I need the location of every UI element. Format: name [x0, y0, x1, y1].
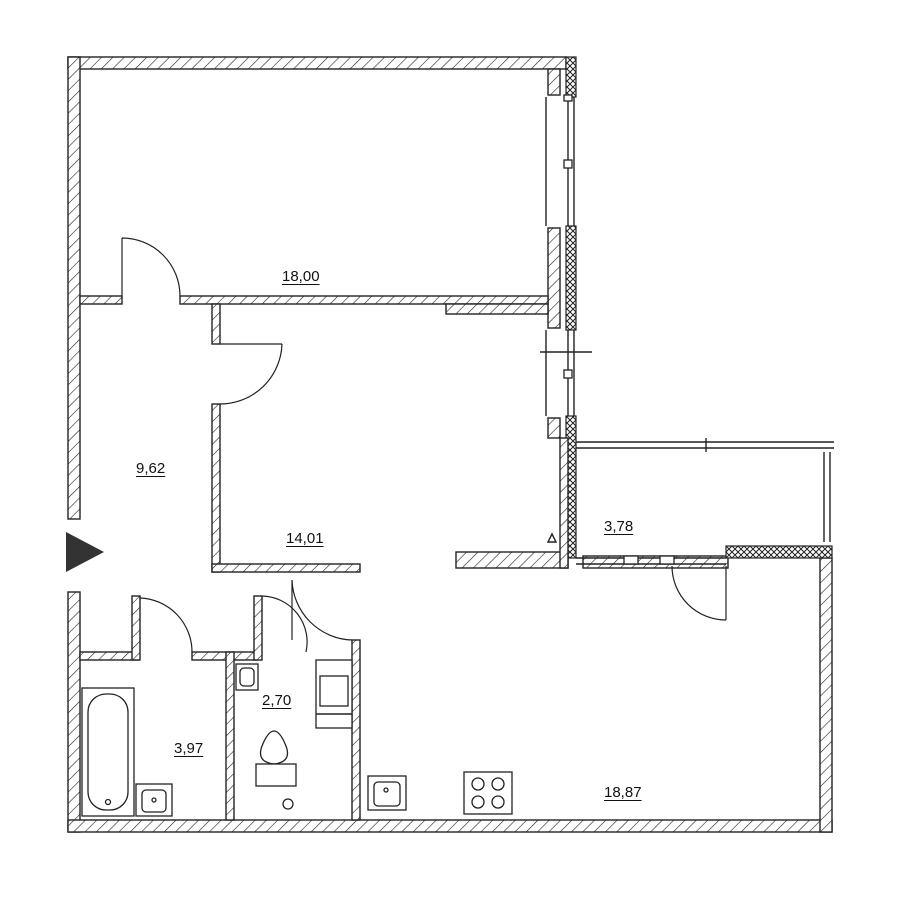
insulation-strip-kitchen: [725, 545, 833, 559]
small-bedroom-left-upper: [211, 303, 221, 345]
area-bedroom-large: 18,00: [282, 268, 320, 285]
vent-marker-icon: [546, 532, 558, 543]
right-wall-segment-2: [547, 227, 561, 329]
door-bathroom: [139, 596, 193, 653]
insulation-right-2: [565, 225, 577, 331]
washbasin-icon-bath: [135, 783, 173, 817]
area-kitchen-living: 18,87: [604, 784, 642, 801]
balcony-left-wall: [559, 437, 569, 569]
area-bedroom-small: 14,01: [286, 530, 324, 547]
area-hallway: 9,62: [136, 460, 166, 477]
left-wall-lower: [67, 591, 81, 833]
wc-door-jamb: [253, 595, 263, 661]
floor-drain-icon: [282, 798, 294, 810]
door-kitchen: [291, 579, 353, 641]
door-toilet: [261, 595, 308, 653]
kitchen-sink-icon: [367, 775, 407, 811]
small-bedroom-bottom: [211, 563, 361, 573]
interior-walls: [79, 295, 569, 821]
insulation-right-1: [565, 56, 577, 98]
bath-door-jamb: [131, 595, 141, 661]
right-wall-segment-1: [547, 68, 561, 96]
bath-wc-partition: [225, 651, 235, 821]
bathtub-icon: [81, 687, 135, 817]
washbasin-icon-wc: [235, 663, 259, 691]
left-wall-upper: [67, 56, 81, 520]
bedroom-divider-left: [79, 295, 123, 305]
balcony-outline: [576, 438, 834, 565]
small-bedroom-bottom-right: [455, 551, 569, 569]
right-wall-kitchen: [819, 557, 833, 833]
right-wall-segment-3: [547, 417, 561, 439]
exterior-walls: [67, 56, 833, 833]
entrance-arrow-icon: [66, 532, 104, 572]
door-bedroom-small: [219, 343, 283, 405]
area-toilet: 2,70: [262, 692, 292, 709]
bath-top-left: [79, 651, 139, 661]
facade-windows: [540, 94, 592, 416]
area-bathroom: 3,97: [174, 740, 204, 757]
bedroom-divider-ledge: [445, 303, 549, 315]
bedroom-divider-main: [179, 295, 549, 305]
toilet-icon: [255, 730, 297, 787]
fixtures: [81, 532, 558, 817]
top-wall: [67, 56, 567, 70]
kitchen-top-wall: [582, 555, 729, 569]
door-balcony: [671, 565, 727, 621]
bottom-wall: [67, 819, 833, 833]
door-bedroom-large: [121, 237, 181, 297]
water-heater-icon: [315, 659, 353, 729]
small-bedroom-left-lower: [211, 403, 221, 573]
bath-top-right: [191, 651, 257, 661]
area-balcony: 3,78: [604, 518, 634, 535]
cooktop-icon: [463, 771, 513, 815]
wc-right-wall: [351, 639, 361, 821]
doors: [121, 237, 727, 653]
